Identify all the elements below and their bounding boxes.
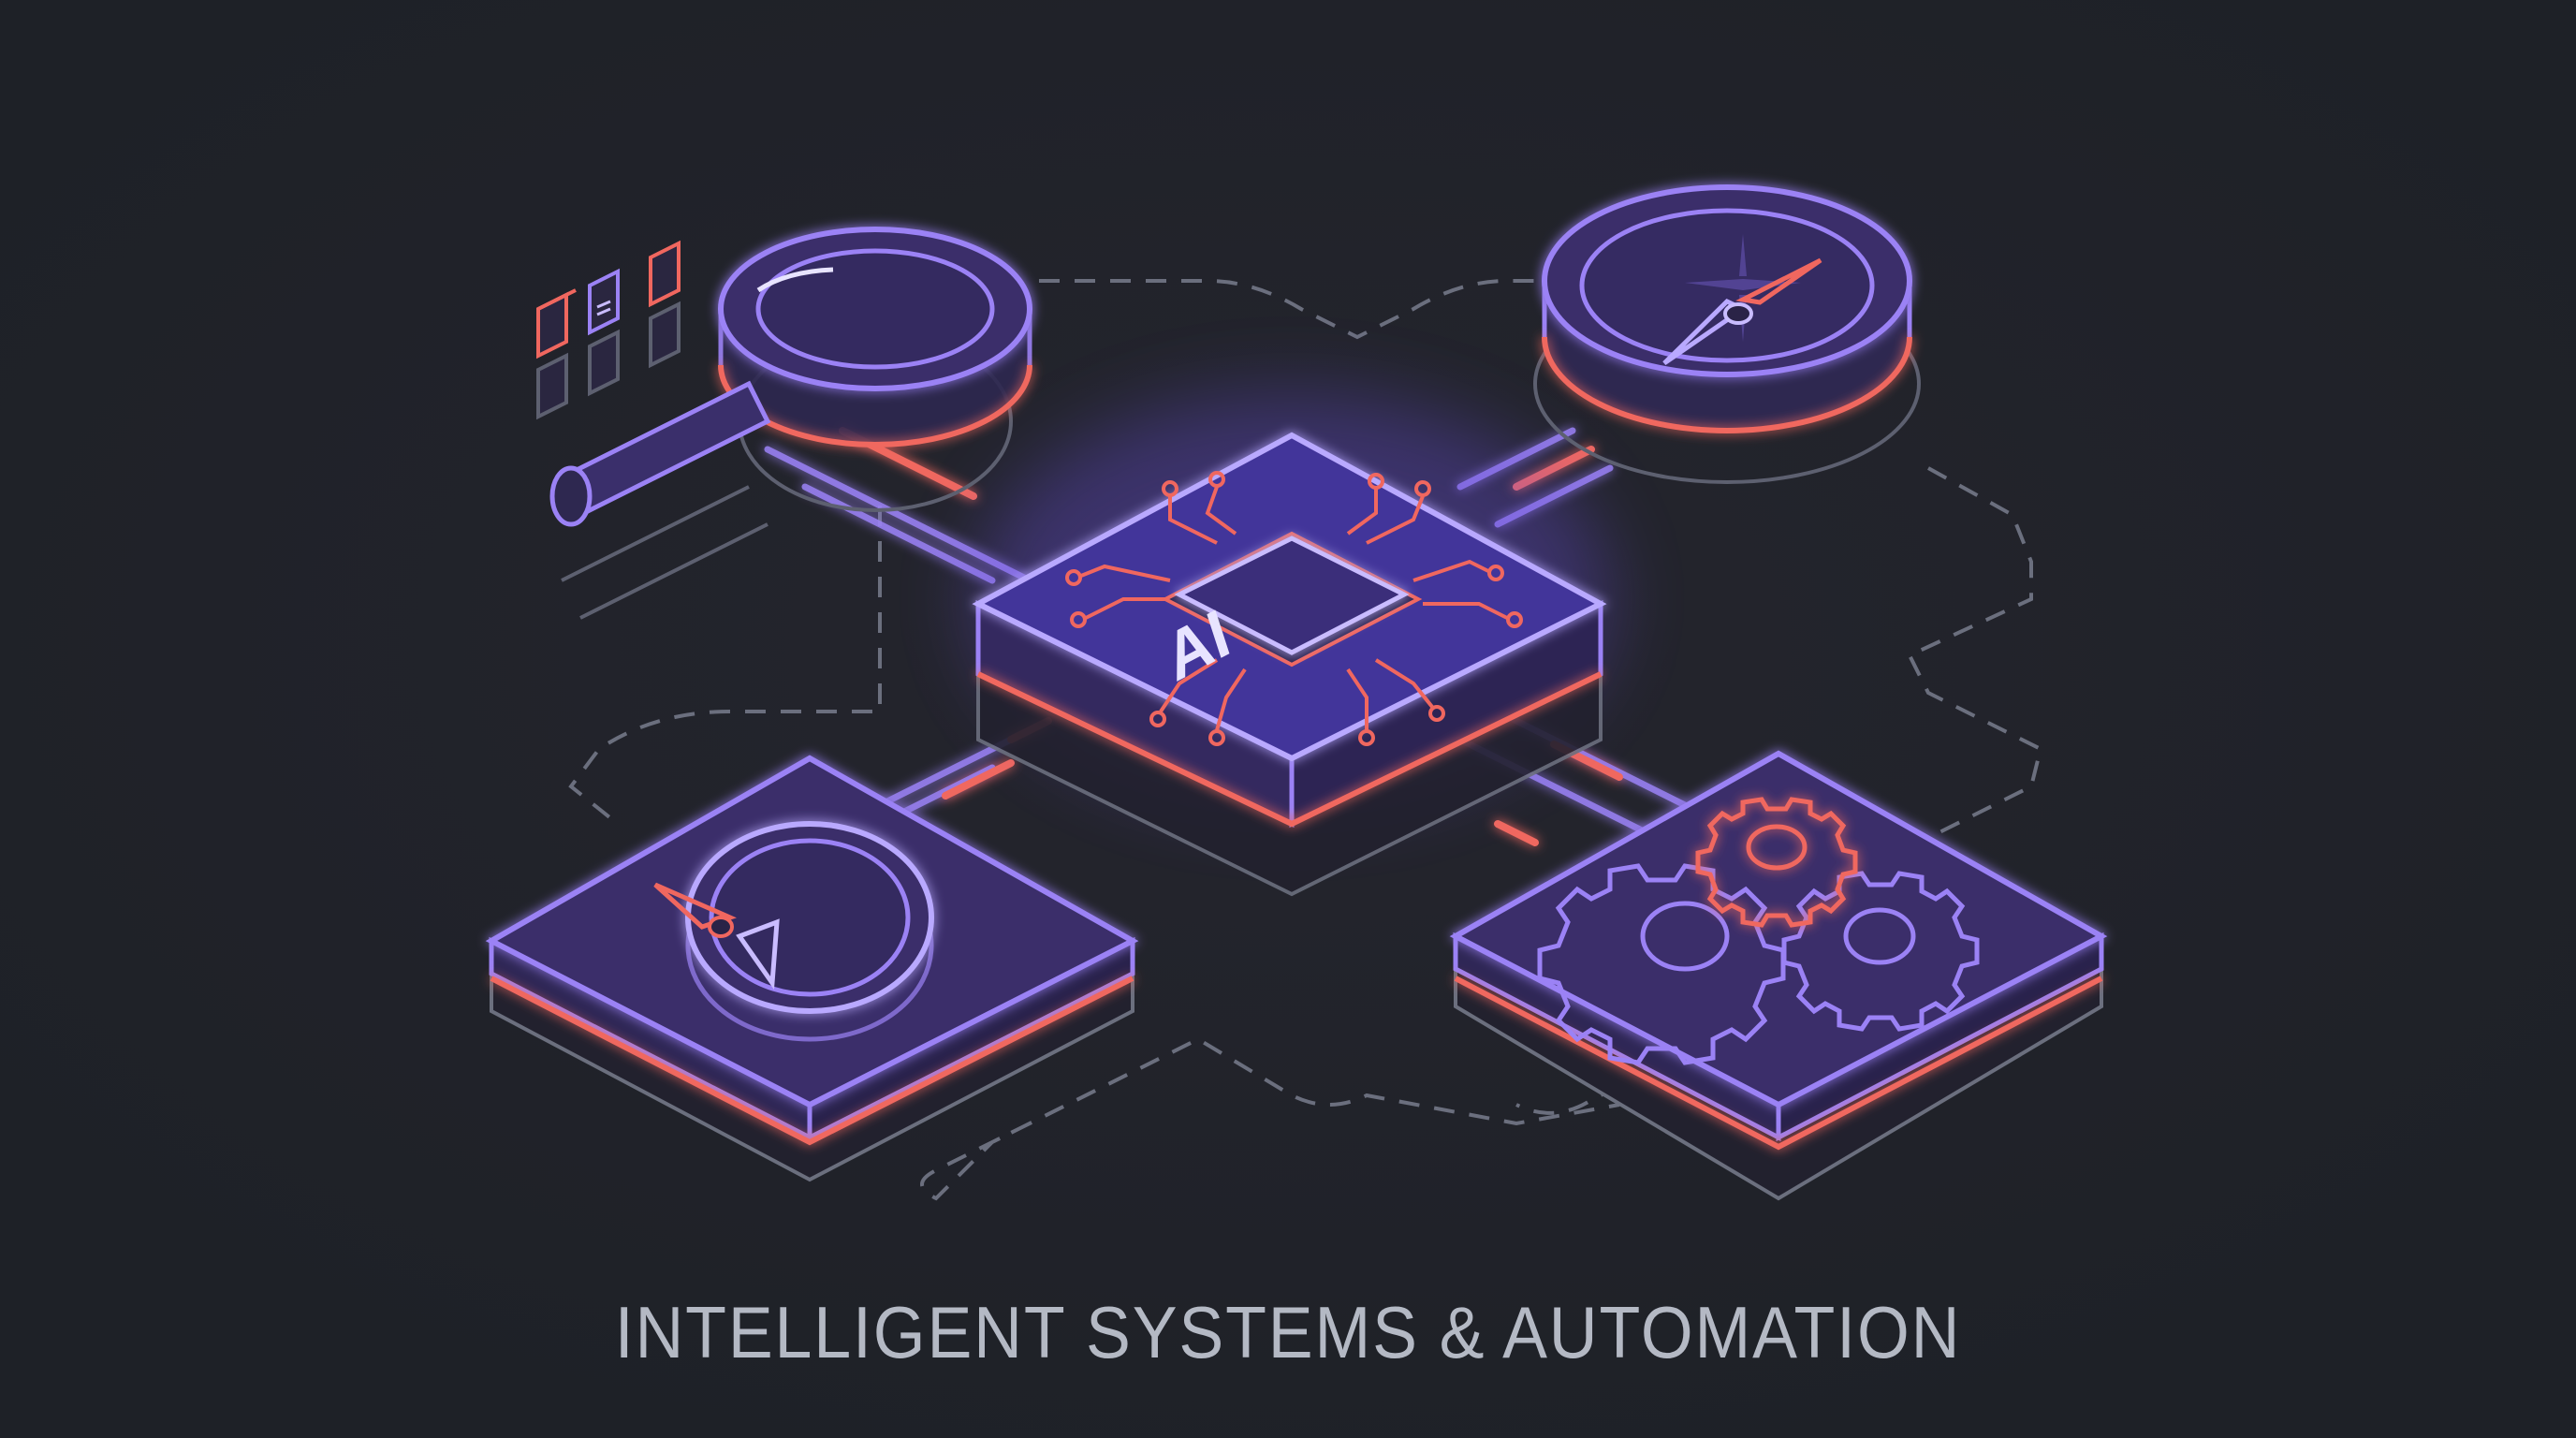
gear-icon [1695, 797, 1858, 928]
node-compass-dial [1533, 184, 1921, 484]
caption-title: INTELLIGENT SYSTEMS & AUTOMATION [614, 1291, 1962, 1373]
circuit-traces [1065, 471, 1523, 746]
node-ai-chip: AI [972, 432, 1607, 897]
data-blocks-icon [536, 240, 681, 420]
gear-icon [1537, 863, 1786, 1065]
node-magnifying-glass [536, 227, 1032, 620]
node-gears-platform [1449, 750, 2108, 1201]
dashed-connector-path [568, 279, 2043, 1201]
node-compass-platform [485, 755, 1139, 1182]
compass-needle-icon [1735, 257, 1822, 305]
gear-icon [1781, 871, 1980, 1032]
